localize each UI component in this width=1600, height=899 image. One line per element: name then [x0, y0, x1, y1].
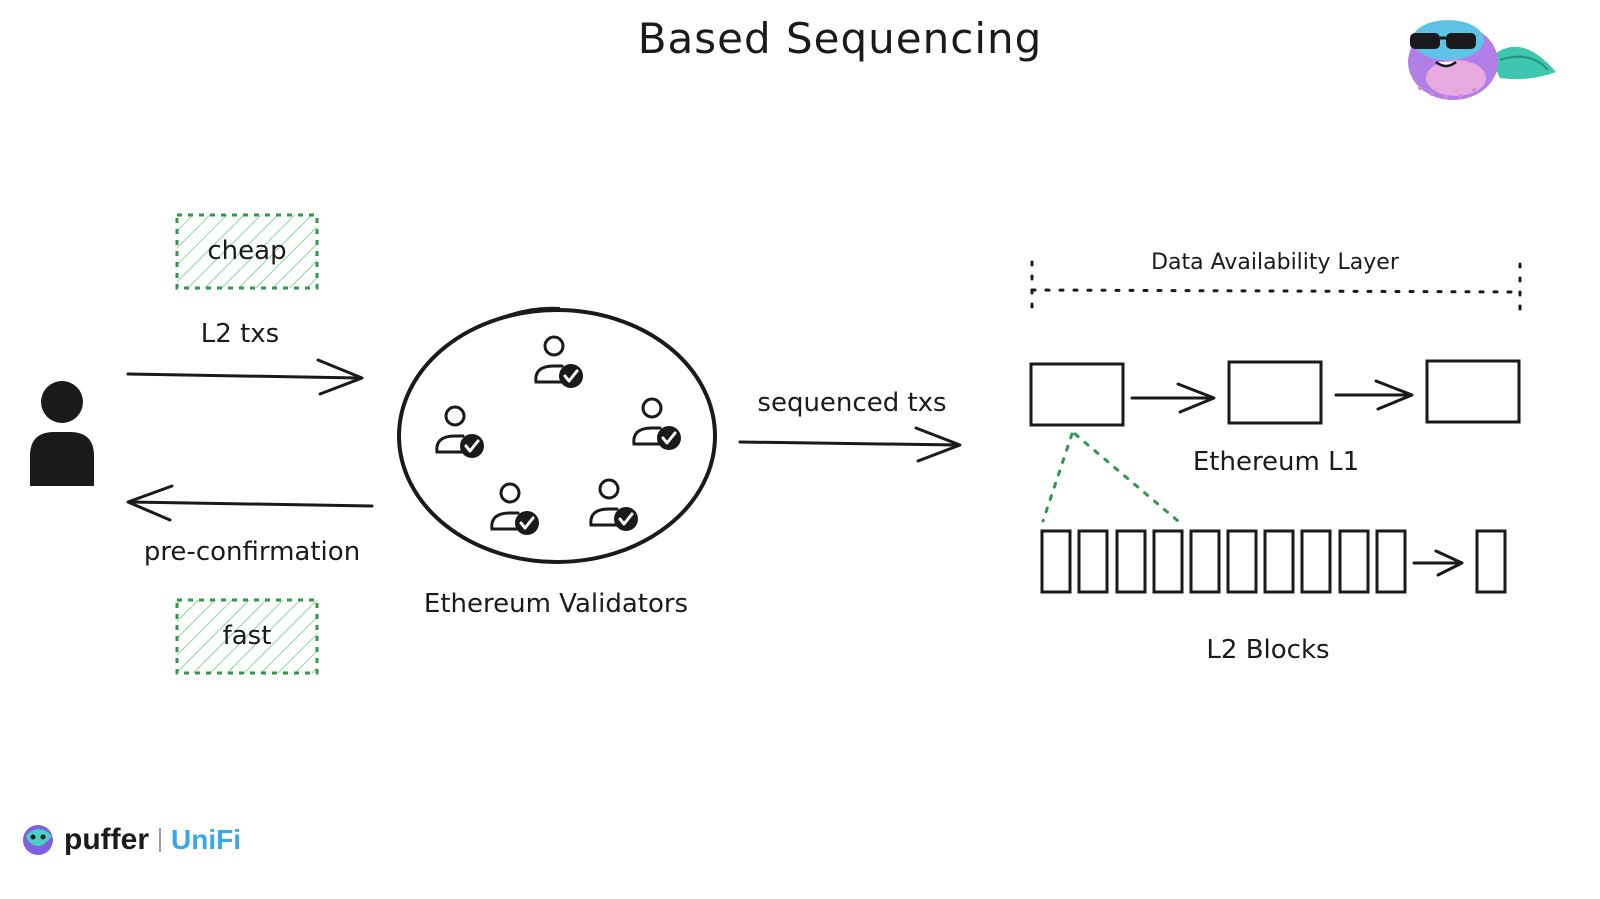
block-expansion-lines [1041, 432, 1180, 523]
l2-block [1375, 529, 1407, 594]
pre-confirmation-arrow [126, 484, 374, 522]
l1-block [1029, 362, 1125, 427]
ethereum-l1-chain [1029, 359, 1521, 427]
cheap-box: cheap [175, 213, 319, 290]
sequenced-txs-label: sequenced txs [757, 388, 946, 418]
l2-blocks-label: L2 Blocks [1206, 635, 1329, 665]
l1-block [1425, 359, 1521, 424]
brand-logo: puffer UniFi [20, 820, 241, 860]
data-availability-bracket [1030, 260, 1522, 322]
ethereum-l1-label: Ethereum L1 [1193, 447, 1359, 477]
brand-name: puffer [64, 823, 149, 856]
fast-label: fast [223, 621, 272, 651]
l2-block [1115, 529, 1147, 594]
l2-block [1040, 529, 1072, 594]
l2-block [1300, 529, 1332, 594]
brand-divider [159, 828, 161, 852]
page-title: Based Sequencing [637, 14, 1043, 63]
validators-circle [397, 306, 717, 564]
validator-icon [534, 335, 583, 388]
validator-icon [490, 482, 539, 535]
l2-block [1189, 529, 1221, 594]
puffer-fish-mascot-icon [1408, 20, 1556, 100]
l2-block [1475, 529, 1507, 594]
l2-txs-arrow [126, 358, 364, 396]
sequenced-txs-arrow [738, 426, 962, 463]
l2-block [1338, 529, 1370, 594]
validator-icon [589, 478, 638, 531]
l1-block [1227, 360, 1323, 425]
l2-block [1152, 529, 1184, 594]
l2-block [1263, 529, 1295, 594]
person-icon [30, 381, 94, 486]
cheap-label: cheap [207, 236, 286, 266]
puffer-logo-icon [23, 825, 53, 855]
pre-confirmation-label: pre-confirmation [144, 537, 360, 567]
validator-icon [435, 405, 484, 458]
data-availability-layer-label: Data Availability Layer [1151, 250, 1400, 275]
l2-blocks-row [1040, 529, 1507, 594]
l2-block [1077, 529, 1109, 594]
l2-txs-label: L2 txs [201, 319, 279, 349]
ethereum-validators-label: Ethereum Validators [424, 589, 688, 619]
validator-icon [632, 397, 681, 450]
brand-product: UniFi [171, 824, 241, 855]
l2-block [1226, 529, 1258, 594]
fast-box: fast [175, 598, 319, 675]
